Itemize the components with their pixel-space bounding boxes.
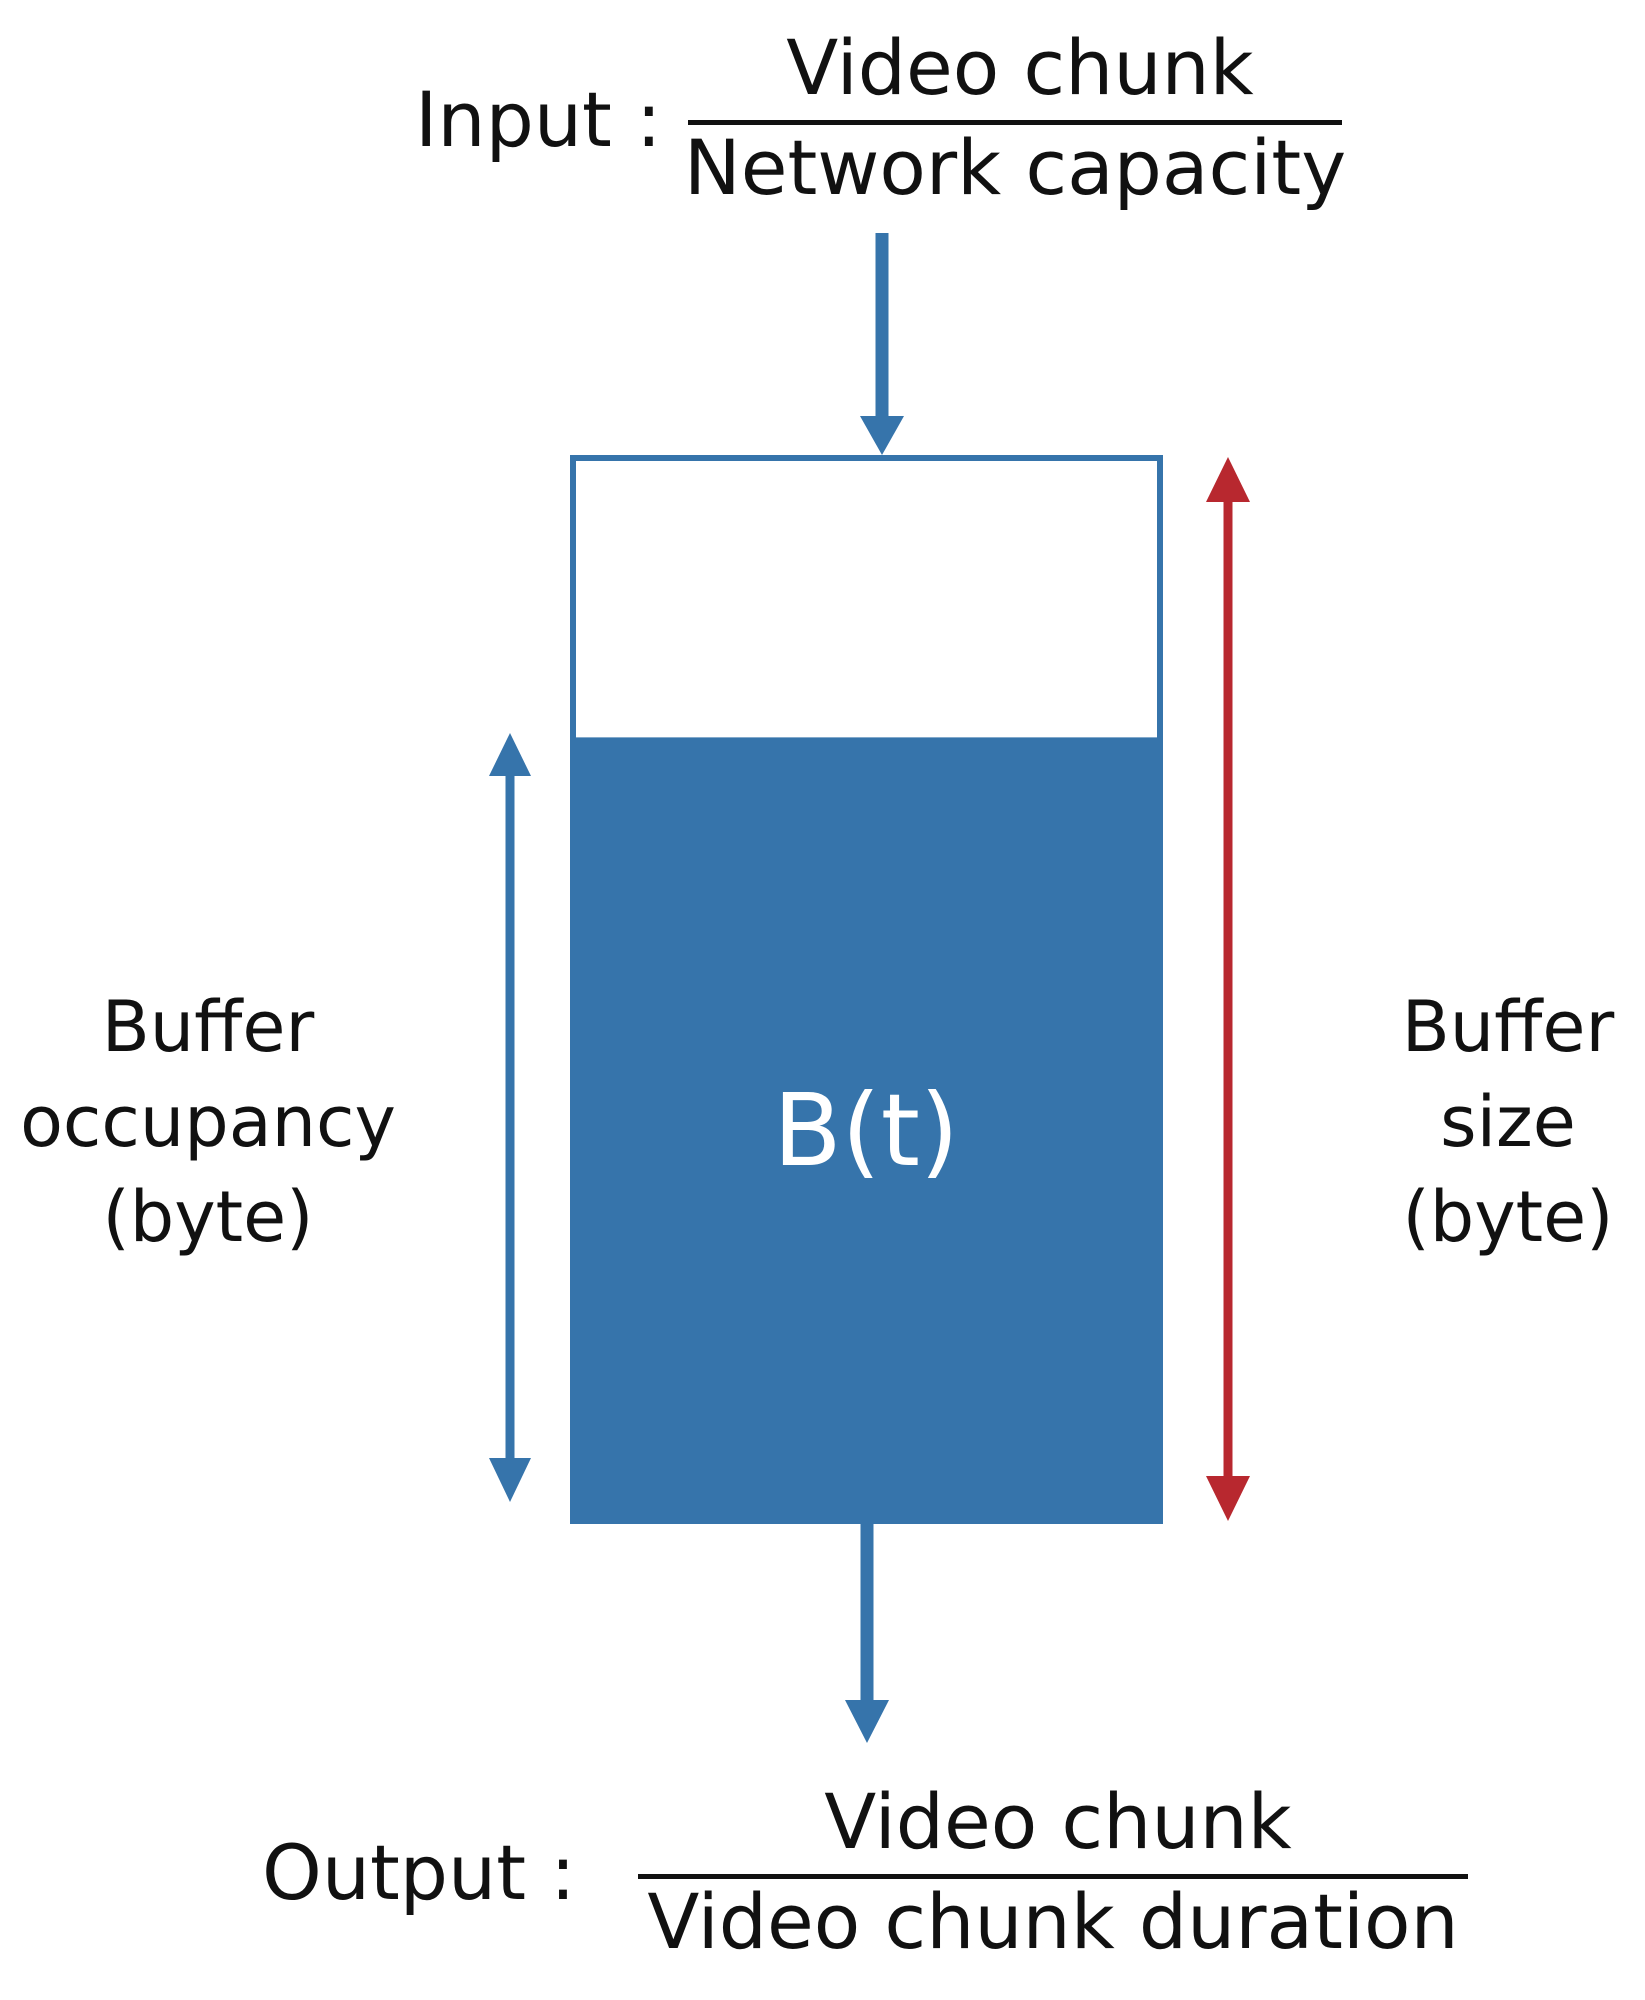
buffer-fill: [570, 737, 1163, 1524]
output-denominator: Video chunk duration: [647, 1877, 1459, 1966]
occupancy-double-arrow: [489, 733, 531, 1502]
buffer-size-label: Buffer size (byte): [1401, 986, 1615, 1258]
buffer-occupancy-label: Buffer occupancy (byte): [20, 986, 396, 1258]
output-fraction-line: [638, 1874, 1468, 1879]
input-arrow: [860, 233, 904, 455]
size-double-arrow: [1206, 457, 1250, 1521]
output-numerator: Video chunk: [824, 1777, 1292, 1866]
input-numerator: Video chunk: [786, 23, 1254, 112]
buffer-label: B(t): [773, 1072, 959, 1189]
output-arrow: [845, 1522, 889, 1743]
input-label: Input :: [415, 75, 662, 164]
output-label: Output :: [262, 1828, 576, 1917]
input-fraction-line: [688, 120, 1342, 125]
input-denominator: Network capacity: [683, 123, 1347, 212]
